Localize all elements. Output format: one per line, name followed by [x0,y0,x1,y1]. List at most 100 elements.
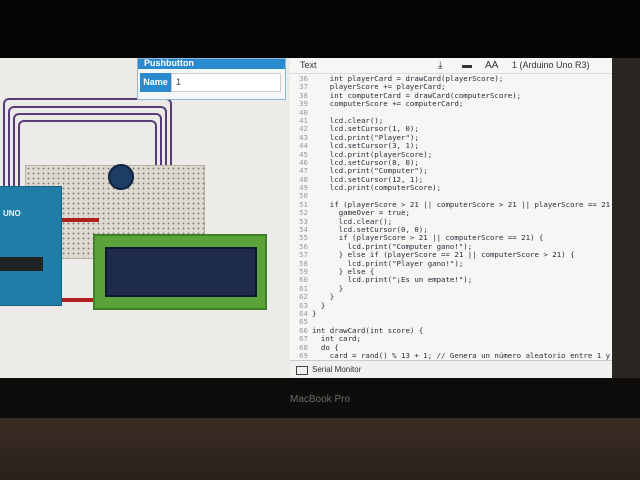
laptop-screen: UNO Pushbutton Name 1 Text ⤓ ▬ AA 1 (Ard… [0,58,612,378]
code-line[interactable]: 59 } else { [290,266,610,276]
code-line[interactable]: 40 [290,107,610,117]
code-line[interactable]: 53 lcd.clear(); [290,217,610,226]
code-text: lcd.print(computerScore); [312,183,442,193]
line-number: 56 [299,241,308,251]
board-selector[interactable]: 1 (Arduino Uno R3) [512,60,590,70]
code-text: lcd.print("Player gano!"); [312,258,464,268]
code-line[interactable]: 36 int playerCard = drawCard(playerScore… [290,74,610,83]
code-line[interactable]: 62 } [290,292,610,302]
code-text: } else if (playerScore == 21 || computer… [312,250,575,260]
code-line[interactable]: 60 lcd.print("¡Es un empate!"); [290,275,610,285]
lcd-display[interactable] [93,234,267,310]
code-line[interactable]: 61 } [290,283,610,293]
code-line[interactable]: 46 lcd.setCursor(8, 0); [290,157,610,167]
line-number: 42 [299,124,308,134]
code-lines[interactable]: 36 int playerCard = drawCard(playerScore… [290,74,611,360]
code-text: } else { [312,266,375,276]
line-number: 49 [299,183,308,193]
code-line[interactable]: 69 card = rand() % 13 + 1; // Genera un … [290,350,611,360]
font-size-icon[interactable]: AA [485,60,499,71]
code-line[interactable]: 55 if (playerScore > 21 || computerScore… [290,233,610,243]
code-line[interactable]: 45 lcd.print(playerScore); [290,149,610,159]
code-text: playerScore += playerCard; [312,82,446,92]
line-number: 41 [299,115,308,125]
name-label: Name [140,73,171,92]
code-line[interactable]: 39 computerScore += computerCard; [290,99,610,109]
line-number: 36 [299,74,308,83]
line-number: 40 [299,107,308,117]
code-text: int playerCard = drawCard(playerScore); [312,74,504,83]
microcontroller-chip [0,257,43,271]
component-inspector: Pushbutton Name 1 [137,58,286,100]
code-line[interactable]: 37 playerScore += playerCard; [290,82,610,92]
download-icon[interactable]: ⤓ [438,60,443,71]
arduino-board[interactable]: UNO [0,186,62,306]
code-text: int drawCard(int score) { [312,325,424,335]
line-number: 65 [299,317,308,327]
code-text: lcd.setCursor(12, 1); [312,174,424,184]
potentiometer[interactable] [108,164,134,190]
name-input[interactable]: 1 [171,73,281,92]
code-text: } [312,292,335,302]
code-line[interactable]: 49 lcd.print(computerScore); [290,183,610,193]
line-number: 48 [299,174,308,184]
line-number: 63 [299,300,308,310]
code-line[interactable]: 68 do { [290,342,610,352]
code-line[interactable]: 65 [290,317,610,327]
line-number: 43 [299,132,308,142]
line-number: 52 [299,208,308,218]
line-number: 59 [299,266,308,276]
line-number: 45 [299,149,308,159]
serial-monitor-icon [296,366,308,375]
line-number: 55 [299,233,308,243]
upload-icon[interactable]: ▬ [462,60,472,71]
line-number: 68 [299,342,308,352]
lcd-screen [105,247,257,297]
code-editor[interactable]: Text ⤓ ▬ AA 1 (Arduino Uno R3) 36 int pl… [290,58,612,378]
code-line[interactable]: 42 lcd.setCursor(1, 0); [290,124,610,134]
serial-monitor-bar[interactable]: Serial Monitor [290,360,612,378]
code-line[interactable]: 43 lcd.print("Player"); [290,132,610,142]
code-line[interactable]: 56 lcd.print("Computer gano!"); [290,241,610,251]
code-line[interactable]: 50 [290,191,610,201]
code-line[interactable]: 64} [290,308,610,318]
line-number: 69 [299,350,308,360]
code-text: lcd.clear(); [312,115,384,125]
code-line[interactable]: 44 lcd.setCursor(3, 1); [290,141,610,151]
line-number: 64 [299,308,308,318]
code-text: computerScore += computerCard; [312,99,464,109]
code-line[interactable]: 52 gameOver = true; [290,208,610,218]
code-text: } [312,300,326,310]
code-line[interactable]: 58 lcd.print("Player gano!"); [290,258,610,268]
serial-monitor-label[interactable]: Serial Monitor [312,365,362,374]
code-text: lcd.print("Computer"); [312,166,428,176]
code-line[interactable]: 47 lcd.print("Computer"); [290,166,610,176]
code-line[interactable]: 38 int computerCard = drawCard(computerS… [290,90,610,100]
code-line[interactable]: 67 int card; [290,334,610,344]
line-number: 51 [299,199,308,209]
wire [60,218,99,222]
code-line[interactable]: 57 } else if (playerScore == 21 || compu… [290,250,610,260]
code-text: lcd.setCursor(1, 0); [312,124,419,134]
code-text: do { [312,342,339,352]
code-text: lcd.setCursor(8, 0); [312,157,419,167]
editor-toolbar: Text ⤓ ▬ AA 1 (Arduino Uno R3) [290,58,612,74]
line-number: 38 [299,90,308,100]
code-line[interactable]: 48 lcd.setCursor(12, 1); [290,174,610,184]
code-text: lcd.print("¡Es un empate!"); [312,275,473,285]
code-line[interactable]: 54 lcd.setCursor(0, 0); [290,225,610,234]
code-text: card = rand() % 13 + 1; // Genera un núm… [312,350,611,360]
code-text: gameOver = true; [312,208,410,218]
code-text: lcd.setCursor(3, 1); [312,141,419,151]
code-text: lcd.print("Player"); [312,132,419,142]
code-line[interactable]: 41 lcd.clear(); [290,115,610,125]
circuit-canvas[interactable]: UNO Pushbutton Name 1 [0,58,290,378]
code-text: if (playerScore > 21 || computerScore ==… [312,233,544,243]
mode-dropdown[interactable]: Text [300,60,317,70]
line-number: 50 [299,191,308,201]
code-line[interactable]: 63 } [290,300,610,310]
line-number: 61 [299,283,308,293]
code-line[interactable]: 51 if (playerScore > 21 || computerScore… [290,199,610,209]
line-number: 67 [299,334,308,344]
